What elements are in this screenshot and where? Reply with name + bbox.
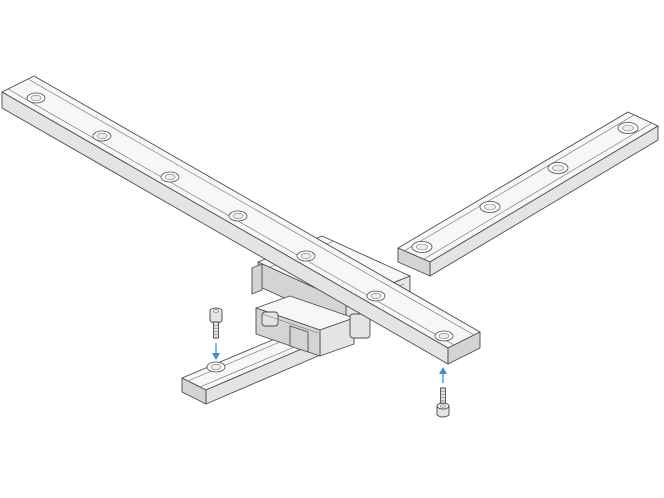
carriage-lower	[255, 295, 371, 357]
mounting-hole	[228, 210, 248, 222]
mounting-hole	[296, 250, 316, 262]
mounting-hole	[160, 171, 180, 183]
mounting-hole	[617, 122, 639, 134]
mounting-hole	[366, 290, 386, 302]
mounting-hole	[411, 241, 433, 253]
long-rail	[1, 75, 481, 365]
cross-rail-right	[397, 111, 659, 277]
mounting-hole	[92, 130, 112, 142]
arrow-down-icon	[212, 343, 220, 360]
mounting-hole	[206, 361, 226, 373]
mounting-hole	[434, 330, 454, 342]
screw-top	[209, 307, 223, 339]
mounting-hole	[479, 201, 501, 213]
mounting-hole	[547, 162, 569, 174]
mounting-hole	[26, 92, 46, 104]
screw-bottom	[436, 387, 450, 418]
arrow-up-icon	[439, 367, 447, 383]
